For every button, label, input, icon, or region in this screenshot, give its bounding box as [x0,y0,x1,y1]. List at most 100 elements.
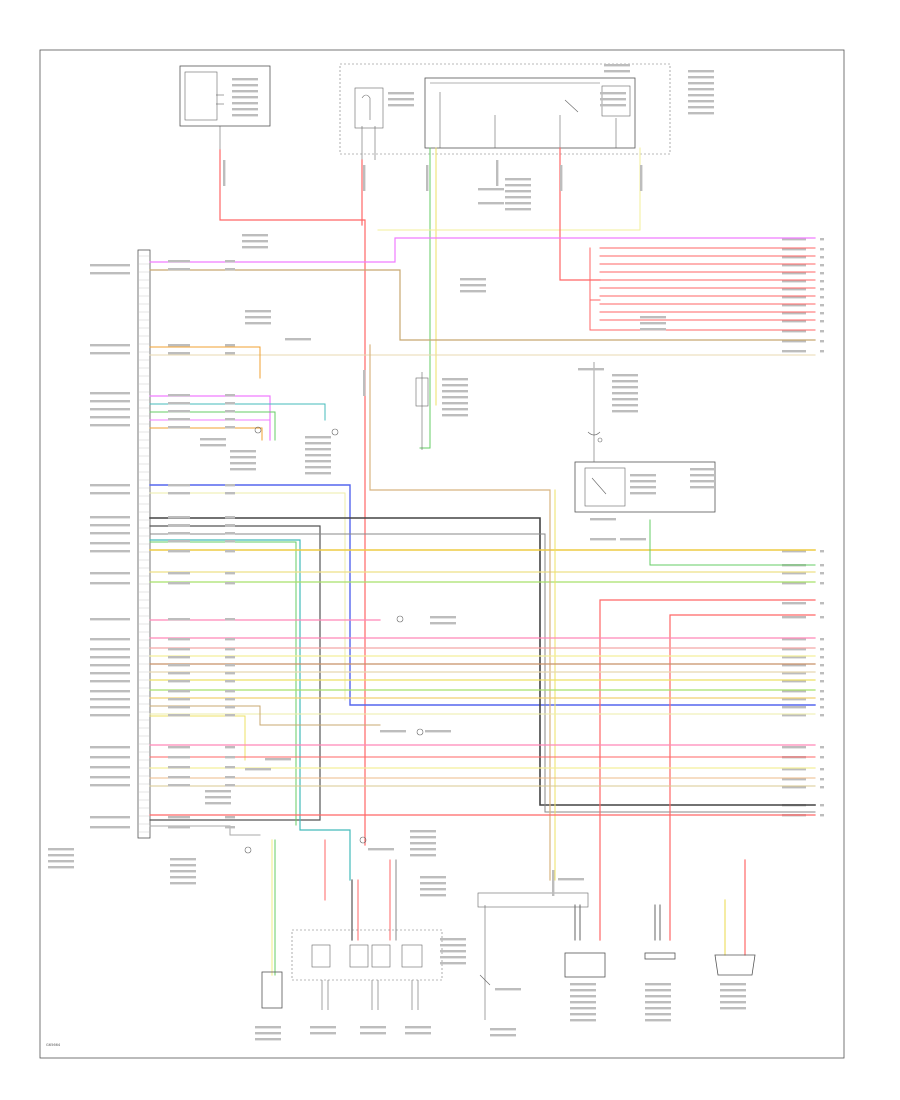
wire-color-label [168,648,190,651]
component-label [420,894,446,897]
wire-color-label [168,540,190,543]
wire-gauge-label [225,260,235,263]
terminal-letter [820,320,824,323]
component-label [688,70,714,73]
pin-name-label [90,714,130,717]
terminal-wire-label [782,778,806,781]
component-label [442,402,468,405]
pin-name-label [90,746,130,749]
pin-name-label [90,524,130,527]
component-label [310,1032,336,1035]
component-label [600,104,626,107]
component-label [688,100,714,103]
component-label [640,328,666,331]
pin-name-label [90,408,130,411]
wire-color-label [168,394,190,397]
component-label [230,450,256,453]
terminal-letter [820,564,824,567]
terminal-wire-label [782,648,806,651]
wire-gauge-label [225,698,235,701]
component-label [612,392,638,395]
pin-name-label [90,618,130,621]
component-label [690,468,716,471]
terminal-wire-label [782,680,806,683]
pin-name-label [90,492,130,495]
terminal-wire-label [782,582,806,585]
component-label [170,864,196,867]
component-label [388,98,414,101]
wire-color-label [168,402,190,405]
component-label [478,188,504,191]
wire-color-label [168,816,190,819]
component-label [570,1007,596,1010]
component-label [612,374,638,377]
component-label [305,466,331,469]
terminal-letter [820,616,824,619]
wire-gauge-label [225,638,235,641]
pin-name-label [90,664,130,667]
component-label [440,956,466,959]
component-label [630,486,656,489]
component-label [305,454,331,457]
wire-color-label [168,410,190,413]
terminal-letter [820,690,824,693]
pin-name-label [90,756,130,759]
wire-color-label [168,680,190,683]
pin-name-label [90,352,130,355]
component-label [558,878,584,881]
terminal-wire-label [782,656,806,659]
wire-gauge-label [225,816,235,819]
terminal-letter [820,756,824,759]
wire-gauge-label [225,418,235,421]
wire-color-label [168,756,190,759]
terminal-wire-label [782,340,806,343]
pin-name-label [90,826,130,829]
wire-gauge-label [225,656,235,659]
wire-red-pdb [559,147,601,281]
pin-name-label [90,784,130,787]
terminal-wire-label [782,350,806,353]
terminal-wire-label [782,768,806,771]
wire-magenta-top [149,237,816,263]
component-label [590,518,616,521]
component-label [440,938,466,941]
component-label [645,1019,671,1022]
wire-black-main [149,517,816,806]
terminal-wire-label [782,272,806,275]
component-label [442,414,468,417]
wire-gauge-label [225,714,235,717]
component-label [720,989,746,992]
component-label [478,202,504,205]
terminal-letter [820,288,824,291]
component-label [688,88,714,91]
component-label [232,114,258,117]
wire-color-label [168,766,190,769]
component-label [720,983,746,986]
component-label [490,1028,516,1031]
relay-box-mid [415,372,429,450]
wire-gauge-label [225,706,235,709]
ignition-coil [261,971,283,1009]
wire-color-label [168,352,190,355]
wire-gauge-label [225,540,235,543]
component-label [305,460,331,463]
wire-color-label [168,572,190,575]
terminal-letter [820,264,824,267]
component-label [388,104,414,107]
component-label [442,378,468,381]
terminal-wire-label [782,320,806,323]
wire-color-label [168,714,190,717]
wire-color-label [168,260,190,263]
component-label [305,442,331,445]
component-label [442,396,468,399]
vertical-wire-label [552,870,555,896]
component-label [690,486,716,489]
component-label [640,316,666,319]
component-label [405,1032,431,1035]
terminal-letter [820,238,824,241]
terminal-letter [820,550,824,553]
terminal-letter [820,296,824,299]
wire-gauge-label [225,690,235,693]
component-label [570,1001,596,1004]
component-label [720,1001,746,1004]
